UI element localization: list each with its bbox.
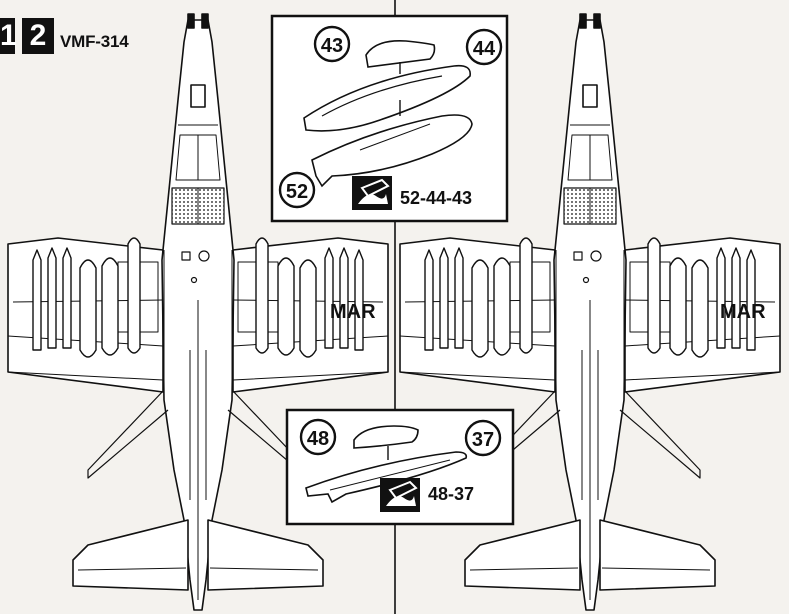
part-48-shape (353, 425, 419, 449)
wing-marking-right: MAR (720, 301, 766, 323)
callout-44: 44 (465, 28, 503, 66)
glue-tube-icon (351, 175, 393, 211)
callout-52: 52 (278, 171, 316, 209)
step-number-previous: 1 (0, 18, 17, 54)
sequence-label-top: 52-44-43 (400, 188, 472, 208)
callout-48: 48 (299, 418, 337, 456)
part-52-shape (311, 114, 473, 188)
svg-text:43: 43 (321, 35, 343, 57)
svg-text:52: 52 (286, 181, 308, 203)
unit-label: VMF-314 (60, 32, 129, 51)
callout-37: 37 (464, 419, 502, 457)
part-37-shape (305, 451, 468, 504)
glue-tube-icon (379, 477, 421, 513)
wing-marking-left: MAR (330, 301, 376, 323)
svg-text:48: 48 (307, 428, 329, 450)
step-number-current: 2 (22, 18, 54, 54)
svg-text:37: 37 (472, 429, 494, 451)
inset-bottom: 48 37 48-37 (285, 408, 515, 526)
part-44-shape (303, 64, 471, 132)
sequence-label-bottom: 48-37 (428, 484, 474, 504)
inset-top: 43 44 52 52-44-43 (270, 14, 509, 223)
svg-text:44: 44 (473, 38, 496, 60)
part-43-shape (365, 39, 436, 68)
callout-43: 43 (313, 25, 351, 63)
